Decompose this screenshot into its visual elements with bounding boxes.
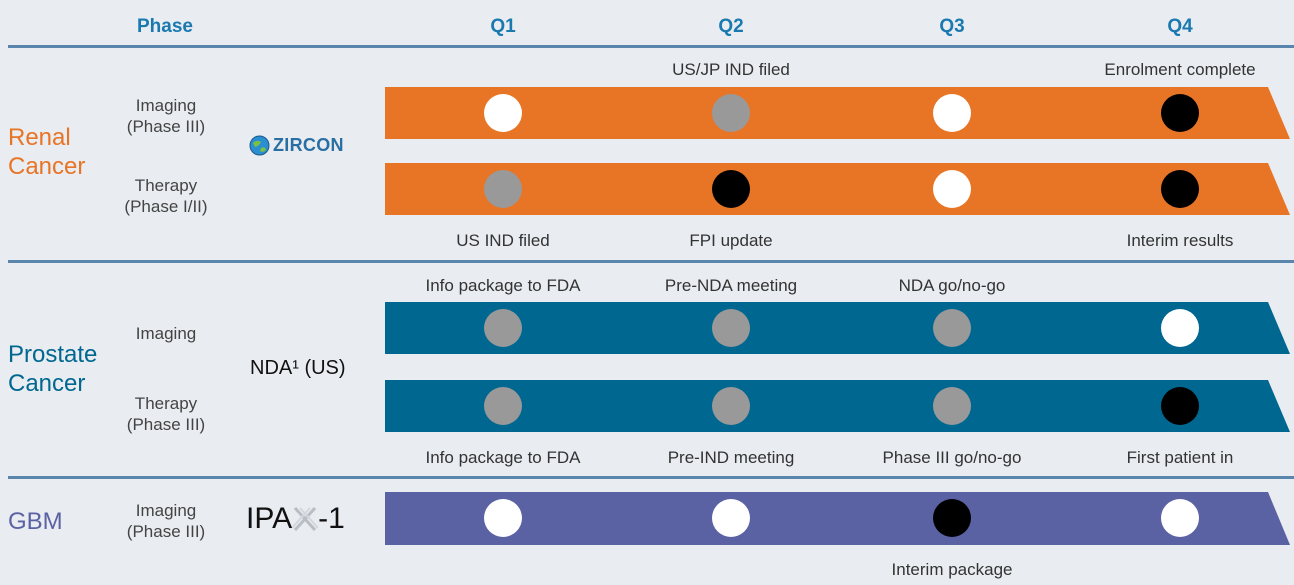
prostate-imaging-dot-q4 — [1161, 309, 1199, 347]
prostate-therapy-label-line2: (Phase III) — [126, 415, 206, 434]
prostate-imaging-label: Imaging — [136, 323, 196, 344]
gbm-imaging-label-line1: Imaging — [135, 501, 197, 520]
zircon-logo: ZIRCON — [249, 135, 344, 156]
renal-therapy-dot-q3 — [933, 170, 971, 208]
prostate-therapy-milestone-q1: Info package to FDA — [425, 448, 581, 467]
prostate-therapy-dot-q3 — [933, 387, 971, 425]
phase-header: Phase — [137, 16, 193, 37]
prostate-imaging-milestone-q1: Info package to FDA — [425, 276, 581, 295]
gbm-imaging-label: Imaging (Phase III) — [127, 500, 205, 542]
renal-therapy-bar — [385, 163, 1290, 215]
ipax-1-logo: IPA -1 — [246, 502, 345, 536]
prostate-cancer-title: Prostate Cancer — [8, 340, 97, 398]
prostate-imaging-milestone-q2: Pre-NDA meeting — [664, 276, 798, 295]
nda-us-label: NDA¹ (US) — [250, 357, 346, 379]
quarter-header-q4: Q4 — [1167, 16, 1193, 37]
renal-prostate-divider — [8, 260, 1294, 263]
renal-therapy-label-line2: (Phase I/II) — [124, 197, 208, 216]
renal-imaging-dot-q4 — [1161, 94, 1199, 132]
gbm-imaging-dot-q2 — [712, 499, 750, 537]
prostate-therapy-dot-q1 — [484, 387, 522, 425]
renal-therapy-milestone-q1: US IND filed — [456, 231, 550, 250]
prostate-gbm-divider — [8, 476, 1294, 479]
renal-therapy-dot-q2 — [712, 170, 750, 208]
renal-imaging-bar — [385, 87, 1290, 139]
prostate-imaging-bar — [385, 302, 1290, 354]
gbm-imaging-dot-q3 — [933, 499, 971, 537]
quarter-header-q2: Q2 — [718, 16, 744, 37]
prostate-imaging-label-line1: Imaging — [135, 324, 197, 343]
prostate-therapy-label-line1: Therapy — [134, 394, 198, 413]
renal-therapy-label: Therapy (Phase I/II) — [124, 175, 207, 217]
renal-cancer-title: Renal Cancer — [8, 123, 85, 181]
prostate-imaging-dot-q3 — [933, 309, 971, 347]
header-divider — [8, 45, 1294, 48]
gbm-imaging-bar — [385, 492, 1290, 545]
renal-therapy-milestone-q2: FPI update — [689, 231, 773, 250]
prostate-imaging-milestone-q3: NDA go/no-go — [898, 276, 1006, 295]
gbm-title: GBM — [8, 508, 63, 535]
zircon-logo-text: ZIRCON — [273, 135, 344, 155]
renal-imaging-milestone-q4: Enrolment complete — [1104, 60, 1256, 79]
crossed-x-icon — [292, 506, 319, 532]
prostate-therapy-dot-q4 — [1161, 387, 1199, 425]
renal-title-line2: Cancer — [8, 153, 86, 180]
prostate-therapy-milestone-q2: Pre-IND meeting — [667, 448, 795, 467]
renal-imaging-milestone-q2: US/JP IND filed — [672, 60, 790, 79]
prostate-therapy-label: Therapy (Phase III) — [127, 393, 205, 435]
renal-therapy-dot-q4 — [1161, 170, 1199, 208]
ipax-suffix: -1 — [318, 502, 345, 535]
renal-therapy-milestone-q4: Interim results — [1126, 231, 1234, 250]
renal-imaging-label-line1: Imaging — [135, 96, 197, 115]
quarter-header-q3: Q3 — [939, 16, 965, 37]
renal-imaging-label-line2: (Phase III) — [126, 117, 206, 136]
quarter-header-q1: Q1 — [490, 16, 516, 37]
renal-therapy-dot-q1 — [484, 170, 522, 208]
renal-imaging-label: Imaging (Phase III) — [127, 95, 205, 137]
globe-icon — [249, 135, 270, 156]
prostate-imaging-dot-q2 — [712, 309, 750, 347]
prostate-therapy-bar — [385, 380, 1290, 432]
prostate-imaging-dot-q1 — [484, 309, 522, 347]
prostate-therapy-milestone-q3: Phase III go/no-go — [882, 448, 1022, 467]
renal-therapy-label-line1: Therapy — [134, 176, 198, 195]
gbm-imaging-dot-q4 — [1161, 499, 1199, 537]
prostate-therapy-dot-q2 — [712, 387, 750, 425]
renal-imaging-dot-q1 — [484, 94, 522, 132]
ipax-prefix: IPA — [246, 502, 293, 535]
gbm-imaging-label-line2: (Phase III) — [126, 522, 206, 541]
gbm-imaging-dot-q1 — [484, 499, 522, 537]
prostate-title-line2: Cancer — [8, 370, 86, 397]
renal-imaging-dot-q3 — [933, 94, 971, 132]
prostate-title-line1: Prostate — [8, 341, 98, 368]
renal-title-line1: Renal — [8, 124, 71, 151]
renal-imaging-dot-q2 — [712, 94, 750, 132]
gbm-imaging-milestone-q3: Interim package — [891, 560, 1013, 579]
prostate-therapy-milestone-q4: First patient in — [1126, 448, 1234, 467]
